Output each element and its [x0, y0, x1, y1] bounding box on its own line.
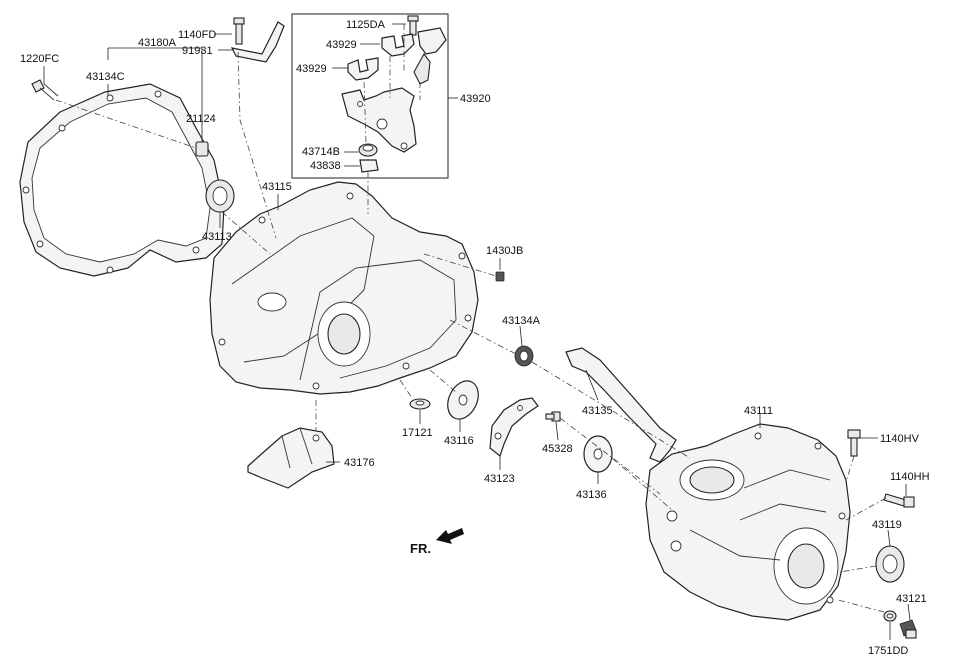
- label-43111: 43111: [744, 405, 773, 417]
- clip-43929-upper: [381, 33, 415, 57]
- label-21124: 21124: [186, 113, 216, 125]
- label-1140FD: 1140FD: [178, 29, 216, 41]
- bracket-91931: [230, 21, 285, 63]
- label-43134A: 43134A: [502, 315, 541, 327]
- label-43113: 43113: [202, 231, 232, 243]
- label-1140HH: 1140HH: [890, 471, 930, 483]
- lever-part-43920: [413, 27, 447, 85]
- label-1125DA: 1125DA: [346, 19, 386, 31]
- clip-43929-lower: [347, 57, 379, 81]
- label-43119: 43119: [872, 519, 902, 531]
- label-1751DD: 1751DD: [868, 645, 908, 657]
- bolt-1140FD: [233, 17, 245, 45]
- washer-1751DD: [883, 610, 897, 622]
- bolt-1140HH: [883, 493, 915, 508]
- transmission-case-43115: [209, 181, 479, 395]
- label-45328: 45328: [542, 443, 573, 455]
- label-43929-upper: 43929: [326, 39, 357, 51]
- label-91931: 91931: [182, 45, 213, 57]
- label-43135: 43135: [582, 405, 613, 417]
- assembly-lines: [55, 24, 887, 613]
- retainer-plate-43123: [489, 397, 539, 458]
- label-43929-lower: 43929: [296, 63, 327, 75]
- bolt-1220FC: [31, 79, 59, 101]
- bushing-43714B: [358, 143, 378, 157]
- bracket-plate-43920: [341, 87, 417, 153]
- bushing-43838: [359, 159, 379, 173]
- label-43838: 43838: [310, 160, 341, 172]
- assembly-box-43920: [291, 13, 449, 179]
- label-43920: 43920: [460, 93, 491, 105]
- part-labels: 1220FC 43180A 43134C 21124 1140FD 91931 …: [20, 19, 930, 657]
- label-1430JB: 1430JB: [486, 245, 523, 257]
- label-43714B: 43714B: [302, 146, 340, 158]
- label-front: FR.: [410, 541, 431, 556]
- oil-seal-43119: [875, 545, 905, 583]
- bolt-1140HV: [847, 429, 861, 457]
- label-43134C: 43134C: [86, 71, 125, 83]
- washer-17121: [409, 398, 431, 410]
- oil-seal-43134A: [514, 345, 534, 367]
- label-43176: 43176: [344, 457, 375, 469]
- label-43121: 43121: [896, 593, 927, 605]
- label-1220FC: 1220FC: [20, 53, 59, 65]
- leader-lines: [43, 23, 911, 640]
- dowel-21124: [195, 141, 209, 157]
- label-43180A: 43180A: [138, 37, 177, 49]
- bolt-1125DA: [407, 15, 419, 36]
- label-17121: 17121: [402, 427, 433, 439]
- label-1140HV: 1140HV: [880, 433, 920, 445]
- clutch-housing-43111: [645, 423, 851, 621]
- mount-bracket-43176: [247, 427, 335, 489]
- disc-43136: [583, 435, 613, 473]
- bolt-45328: [545, 411, 561, 422]
- front-arrow-icon: [436, 528, 464, 544]
- label-43115: 43115: [262, 181, 292, 193]
- oil-seal-43113: [205, 179, 235, 213]
- label-43136: 43136: [576, 489, 607, 501]
- label-43116: 43116: [444, 435, 474, 447]
- plug-1430JB: [495, 271, 505, 282]
- oil-guide-43116: [447, 380, 479, 420]
- gasket-43134C: [19, 83, 225, 277]
- label-43123: 43123: [484, 473, 515, 485]
- drain-plug-43121: [899, 619, 917, 639]
